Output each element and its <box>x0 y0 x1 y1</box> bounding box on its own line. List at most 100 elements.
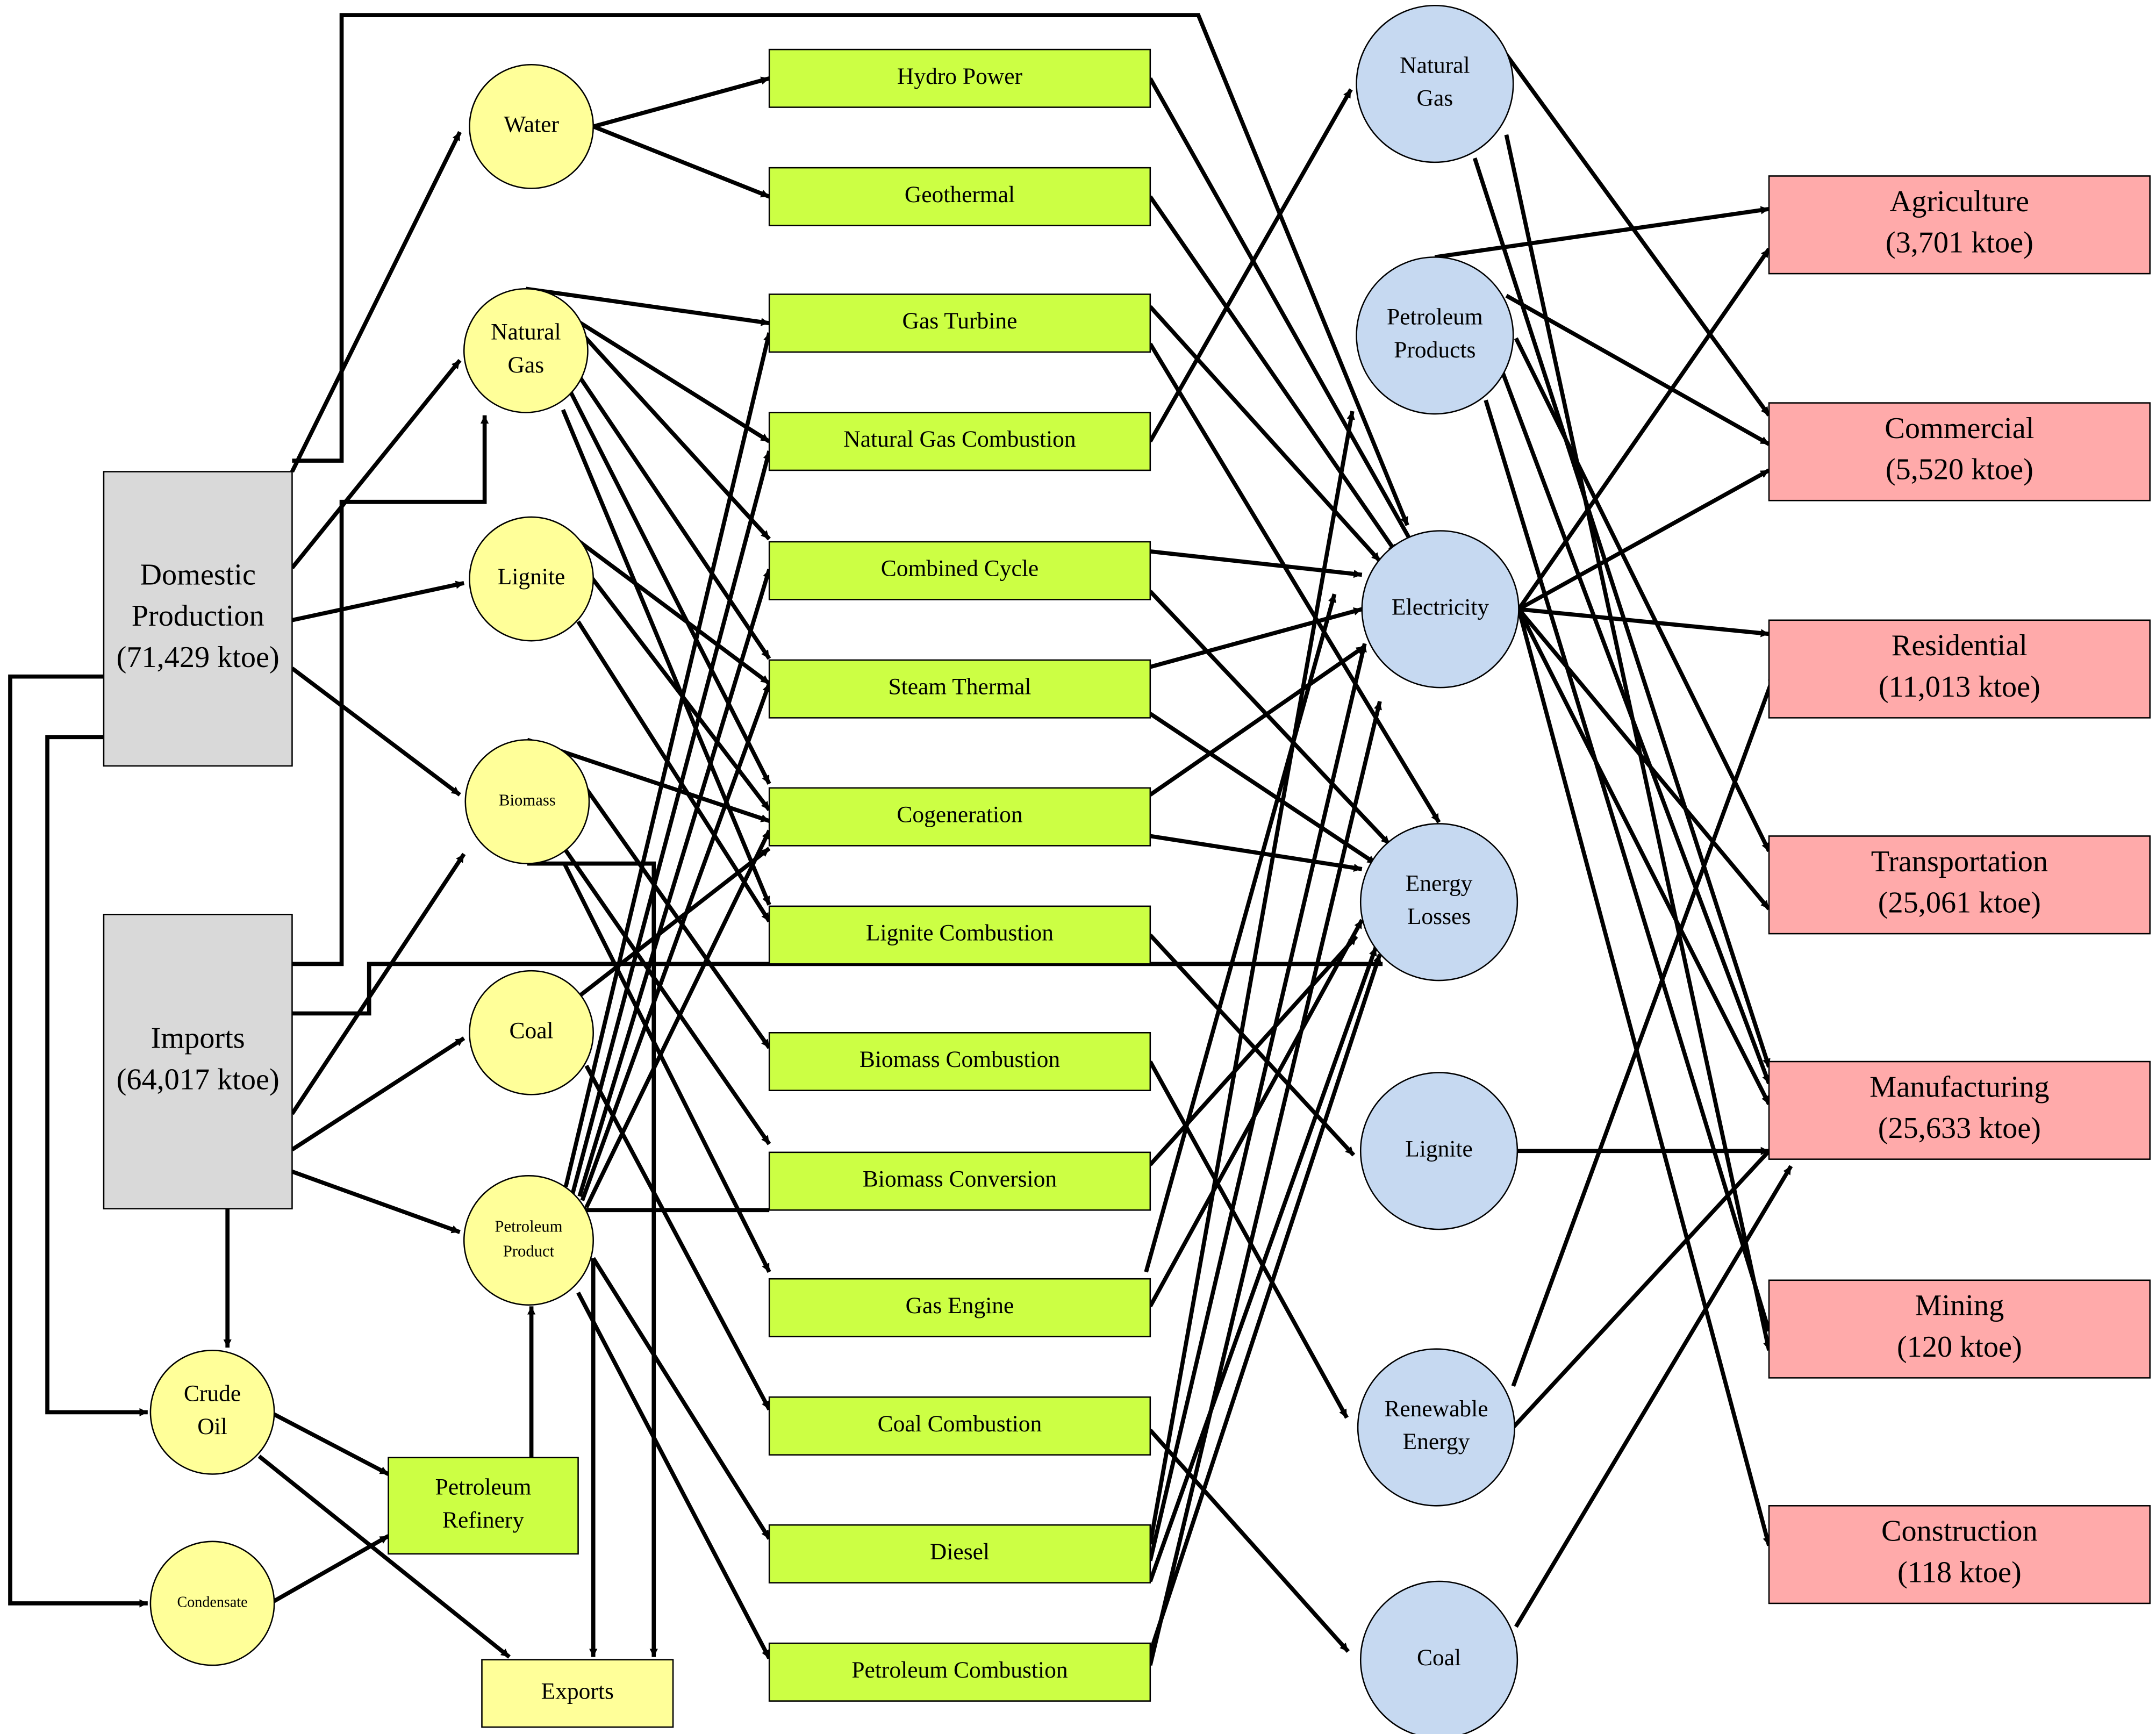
node-label: Natural <box>491 319 561 345</box>
node-biomasscomb: Biomass Combustion <box>768 1031 1151 1092</box>
node-label: Exports <box>541 1679 614 1704</box>
node-label: Coal <box>1417 1645 1461 1671</box>
node-box <box>481 1659 674 1728</box>
flow-arrow <box>1148 934 1356 1157</box>
node-label: Geothermal <box>905 182 1015 207</box>
flow-arrow <box>269 1534 390 1606</box>
flow-arrow <box>1434 206 1770 260</box>
flow-arrow <box>584 829 771 1208</box>
node-label: Energy <box>1403 1429 1470 1454</box>
node-label: Construction <box>1881 1515 2038 1548</box>
node-circle <box>1357 1348 1516 1507</box>
node-label: (3,701 ktoe) <box>1886 226 2033 260</box>
node-lignite_p: Lignite <box>469 516 594 642</box>
flow-arrow <box>1518 607 1770 637</box>
node-box <box>768 293 1151 353</box>
node-label: Petroleum Combustion <box>851 1657 1068 1683</box>
flow-arrow <box>257 1454 511 1659</box>
node-label: (25,633 ktoe) <box>1878 1112 2041 1145</box>
flow-arrow <box>1148 954 1382 1654</box>
flow-arrow <box>291 667 461 797</box>
node-circle <box>1356 4 1514 163</box>
node-circle <box>149 1349 275 1475</box>
node-box <box>768 905 1151 965</box>
flow-arrow <box>292 13 1409 526</box>
flow-arrow <box>269 1410 390 1476</box>
node-petrocomb: Petroleum Combustion <box>768 1642 1151 1702</box>
node-circle <box>1356 256 1514 415</box>
node-label: Petroleum <box>1387 304 1483 330</box>
flow-arrow <box>567 532 771 685</box>
node-water: Water <box>469 63 594 189</box>
flow-arrow <box>592 124 770 199</box>
node-label: Domestic <box>140 558 256 591</box>
node-box <box>768 1151 1151 1211</box>
node-manu: Manufacturing(25,633 ktoe) <box>1768 1061 2151 1160</box>
node-biomassconv: Biomass Conversion <box>768 1151 1151 1211</box>
node-label: (71,429 ktoe) <box>117 641 280 674</box>
node-comm: Commercial(5,520 ktoe) <box>1768 402 2151 501</box>
flow-arrow <box>1150 834 1363 872</box>
node-label: (25,061 ktoe) <box>1878 886 2041 920</box>
node-circle <box>463 1175 594 1306</box>
node-constr: Construction(118 ktoe) <box>1768 1505 2151 1604</box>
flow-arrow <box>580 683 771 1201</box>
flow-arrow <box>1150 549 1363 578</box>
flow-arrow <box>1517 608 1771 1106</box>
flow-arrow <box>1149 712 1377 865</box>
flow-arrow <box>570 450 771 1194</box>
node-label: Mining <box>1915 1289 2004 1322</box>
node-label: Gas <box>508 352 545 378</box>
flow-edges <box>8 13 1793 1666</box>
flow-arrow <box>1148 77 1415 546</box>
node-label: Coal <box>510 1018 554 1043</box>
node-imports: Imports(64,017 ktoe) <box>103 913 293 1210</box>
flow-arrow <box>292 415 489 966</box>
node-box <box>768 48 1151 108</box>
node-label: (120 ktoe) <box>1897 1330 2022 1364</box>
node-label: Petroleum <box>435 1474 532 1500</box>
node-lig_c: Lignite <box>1359 1072 1518 1230</box>
flow-arrow <box>1472 157 1771 1068</box>
node-hydro: Hydro Power <box>768 48 1151 108</box>
node-box <box>1768 619 2151 719</box>
node-box <box>1768 175 2151 275</box>
node-box <box>1768 1505 2151 1604</box>
flow-arrow <box>1148 195 1398 554</box>
node-label: Lignite Combustion <box>866 920 1054 946</box>
node-lignitecomb: Lignite Combustion <box>768 905 1151 965</box>
node-coalcomb: Coal Combustion <box>768 1396 1151 1456</box>
flow-arrow <box>1517 468 1770 611</box>
node-label: Renewable <box>1384 1396 1488 1422</box>
flow-arrow <box>1514 1165 1793 1628</box>
node-box <box>103 913 293 1210</box>
node-label: Refinery <box>442 1507 524 1533</box>
flow-arrow <box>8 674 148 1608</box>
flow-arrow <box>1504 134 1772 1351</box>
node-circle <box>149 1540 275 1666</box>
node-label: Transportation <box>1871 845 2048 878</box>
node-box <box>768 1396 1151 1456</box>
flow-arrow <box>1148 411 1355 1545</box>
node-box <box>768 659 1151 719</box>
node-box <box>1768 1061 2151 1160</box>
flow-arrow <box>1148 643 1367 1561</box>
node-label: Lignite <box>1405 1136 1473 1162</box>
node-gasengine: Gas Engine <box>768 1278 1151 1337</box>
node-label: Products <box>1394 337 1475 363</box>
flow-arrow <box>1516 608 1771 1546</box>
node-mining: Mining (120 ktoe) <box>1768 1279 2151 1379</box>
node-label: Product <box>503 1242 555 1260</box>
flow-arrow <box>592 76 770 129</box>
node-geothermal: Geothermal <box>768 167 1151 226</box>
node-label: Gas <box>1417 85 1453 111</box>
flow-arrow <box>1144 593 1337 1273</box>
node-box <box>768 167 1151 226</box>
node-box <box>768 1031 1151 1092</box>
flow-arrow <box>1148 1429 1350 1653</box>
node-box <box>768 1278 1151 1337</box>
